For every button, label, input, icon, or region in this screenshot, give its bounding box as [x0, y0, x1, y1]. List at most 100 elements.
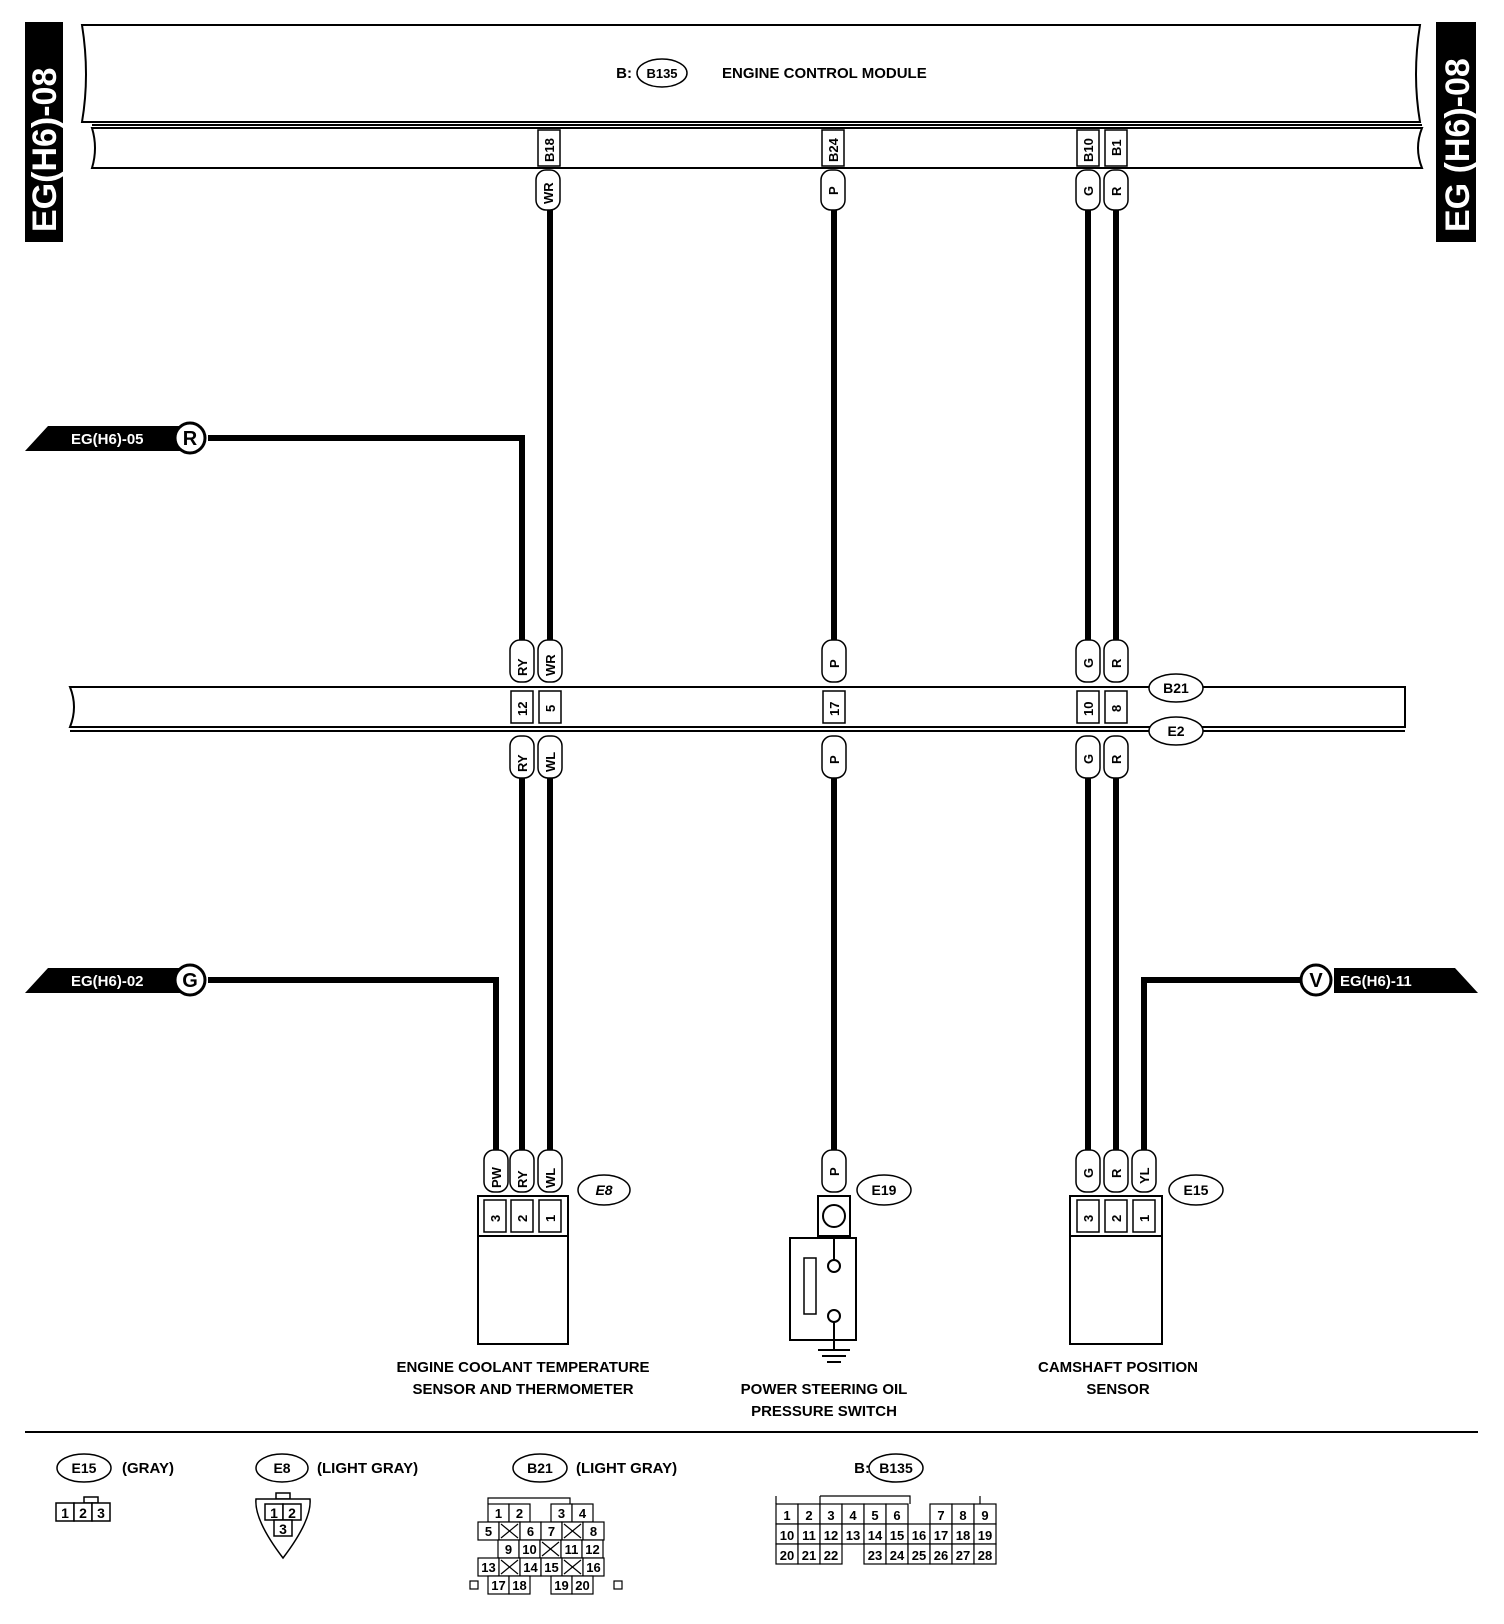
- offpage-ref: EG(H6)-11: [1340, 973, 1412, 990]
- component-pin-label: 1: [543, 1215, 558, 1222]
- connector-view-pin: 10: [780, 1528, 794, 1543]
- connector-view-pin: 7: [937, 1508, 944, 1523]
- connector-view-pin: 25: [912, 1548, 926, 1563]
- harness-pin-label: 17: [827, 702, 842, 716]
- connector-view-color: (LIGHT GRAY): [576, 1460, 677, 1477]
- connector-view-pin-cell: 7: [540, 1521, 563, 1541]
- ecm-pin-label: B24: [826, 137, 841, 162]
- offpage-link-eg-h6-05[interactable]: EG(H6)-05 R: [25, 421, 207, 455]
- wire-tag: RY: [515, 1170, 530, 1188]
- connector-view-e8: E8 (LIGHT GRAY) 1 2 3: [255, 1453, 418, 1560]
- component-label: POWER STEERING OIL: [741, 1381, 908, 1398]
- component-pin-label: 3: [1081, 1215, 1096, 1222]
- connector-view-pin-cell: 3: [550, 1503, 573, 1523]
- connector-view-pin-cell: 10: [518, 1539, 541, 1559]
- connector-view-pin-cell: 15: [540, 1557, 563, 1577]
- wire-tag: P: [826, 186, 841, 195]
- component-connector-id: E15: [1184, 1182, 1209, 1198]
- connector-view-prefix: B:: [854, 1460, 870, 1477]
- connector-view-pin-cell: 22: [819, 1543, 843, 1565]
- connector-view-pin-cell: 13: [477, 1557, 500, 1577]
- connector-view-pin-cell: 18: [508, 1575, 531, 1595]
- connector-view-pin: 19: [978, 1528, 992, 1543]
- connector-view-pin-cell: 25: [907, 1543, 931, 1565]
- connector-view-pin: 9: [981, 1508, 988, 1523]
- wire-tag: R: [1109, 754, 1124, 764]
- connector-view-pin-cell: 2: [797, 1503, 821, 1525]
- component-pin-label: 1: [1137, 1215, 1152, 1222]
- connector-view-pin: 6: [893, 1508, 900, 1523]
- connector-view-pin-cell: 12: [819, 1523, 843, 1545]
- connector-view-blank-cavity: [561, 1557, 584, 1577]
- connector-view-pin: 2: [79, 1505, 87, 1521]
- harness-connector-b21-e2: B21 E2 RY 12 RY WR 5 WL P 17 P G 10 G R: [68, 639, 1406, 779]
- connector-view-pin-cell: 6: [519, 1521, 542, 1541]
- harness-pin-label: 10: [1081, 702, 1096, 716]
- ecm-title: ENGINE CONTROL MODULE: [722, 65, 927, 82]
- connector-view-pin: 13: [481, 1560, 495, 1575]
- connector-view-pin-cell: 26: [929, 1543, 953, 1565]
- connector-view-pin-cell: 18: [951, 1523, 975, 1545]
- connector-view-pin: 12: [585, 1542, 599, 1557]
- connector-view-pin-cell: 23: [863, 1543, 887, 1565]
- connector-view-pin: 22: [824, 1548, 838, 1563]
- connector-view-pin: 19: [554, 1578, 568, 1593]
- ecm-pin-b1: B1 R: [1103, 129, 1129, 211]
- connector-view-pin-cell: 13: [841, 1523, 865, 1545]
- wire-tag: WL: [543, 752, 558, 772]
- ecm-module: B: B135 ENGINE CONTROL MODULE: [80, 24, 1424, 169]
- component-label: SENSOR: [1086, 1381, 1150, 1398]
- connector-view-pin: 11: [565, 1542, 579, 1557]
- connector-view-pin: 3: [279, 1521, 287, 1537]
- connector-view-pin-cell: 21: [797, 1543, 821, 1565]
- offpage-ref: EG(H6)-05: [71, 431, 144, 448]
- wire-tag: G: [1081, 754, 1096, 764]
- wire-tag: P: [827, 755, 842, 764]
- connector-view-e15: E15 (GRAY) 1 2 3: [55, 1453, 174, 1522]
- connector-view-pin-cell: 20: [775, 1543, 799, 1565]
- connector-view-pin: 12: [824, 1528, 838, 1543]
- connector-view-pin-cell: 4: [841, 1503, 865, 1525]
- ecm-connector-id: B135: [646, 66, 677, 81]
- connector-view-pin-cell: 3: [819, 1503, 843, 1525]
- connector-view-blank-cavity: [561, 1521, 584, 1541]
- coolant-temperature-sensor: PW RY WL 3 2 1 E8 ENGINE COOLANT TEMPERA…: [396, 1149, 650, 1398]
- connector-view-pin-cell: 11: [560, 1539, 583, 1559]
- left-page-tab: EG(H6)-08: [25, 22, 64, 242]
- ecm-pin-b18: B18 WR: [535, 129, 561, 211]
- offpage-letter: R: [183, 428, 198, 450]
- offpage-letter: V: [1309, 970, 1323, 992]
- connector-view-pin-cell: 5: [863, 1503, 887, 1525]
- offpage-link-eg-h6-02[interactable]: EG(H6)-02 G: [25, 963, 207, 997]
- connector-view-pin: 14: [523, 1560, 538, 1575]
- wire-tag: G: [1081, 1168, 1096, 1178]
- connector-view-color: (LIGHT GRAY): [317, 1460, 418, 1477]
- component-label: CAMSHAFT POSITION: [1038, 1359, 1198, 1376]
- ecm-prefix: B:: [616, 65, 632, 82]
- component-connector-id: E19: [872, 1182, 897, 1198]
- connector-view-pin: 10: [522, 1542, 536, 1557]
- wire-tag: P: [827, 659, 842, 668]
- connector-view-pin: 13: [846, 1528, 860, 1543]
- connector-view-pin-cell: 14: [519, 1557, 542, 1577]
- connector-view-pin-cell: 7: [929, 1503, 953, 1525]
- offpage-link-eg-h6-11[interactable]: EG(H6)-11 V: [1299, 963, 1478, 997]
- connector-view-pin: 17: [934, 1528, 948, 1543]
- connector-view-pin: 27: [956, 1548, 970, 1563]
- right-page-tab-label: EG (H6)-08: [1439, 58, 1477, 232]
- connector-view-pin: 3: [97, 1505, 105, 1521]
- harness-lower-id: E2: [1167, 723, 1184, 739]
- wire-tag: WL: [543, 1168, 558, 1188]
- connector-view-blank-cavity: [498, 1521, 521, 1541]
- wire-tag: RY: [515, 754, 530, 772]
- wire-tag: G: [1081, 186, 1096, 196]
- harness-pin-label: 12: [515, 702, 530, 716]
- connector-view-pin: 8: [959, 1508, 966, 1523]
- connector-view-pin-cell: 14: [863, 1523, 887, 1545]
- component-pin-label: 3: [488, 1215, 503, 1222]
- connector-view-pin: 15: [544, 1560, 558, 1575]
